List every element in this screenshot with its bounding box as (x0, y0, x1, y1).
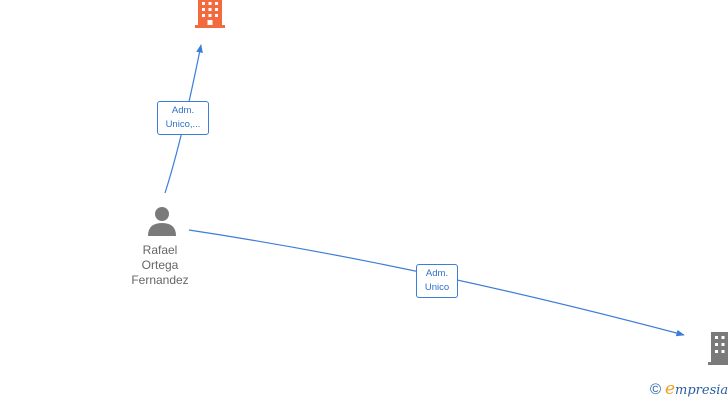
person-icon[interactable] (148, 207, 176, 236)
building-icon[interactable] (195, 0, 225, 28)
person-name-line: Fernandez (131, 273, 189, 287)
brand-logo-text: mpresia (675, 383, 728, 398)
copyright-icon: © (650, 381, 662, 398)
brand-logo-initial: e (664, 379, 676, 399)
person-name-line: Rafael (142, 243, 178, 257)
person-name-line: Ortega (141, 258, 179, 272)
edge-label-role[interactable]: Adm. Unico (416, 264, 458, 298)
edge-label-line: Unico,... (165, 119, 201, 130)
person-name[interactable]: Rafael Ortega Fernandez (110, 243, 210, 288)
building-icon[interactable] (708, 332, 728, 365)
edge-label-line: Adm. (171, 105, 195, 116)
edge-label-role[interactable]: Adm. Unico,... (157, 101, 209, 135)
edge-label-line: Unico (424, 282, 450, 293)
copyright-notice: © empresia (650, 380, 728, 400)
edge-label-line: Adm. (425, 268, 449, 279)
